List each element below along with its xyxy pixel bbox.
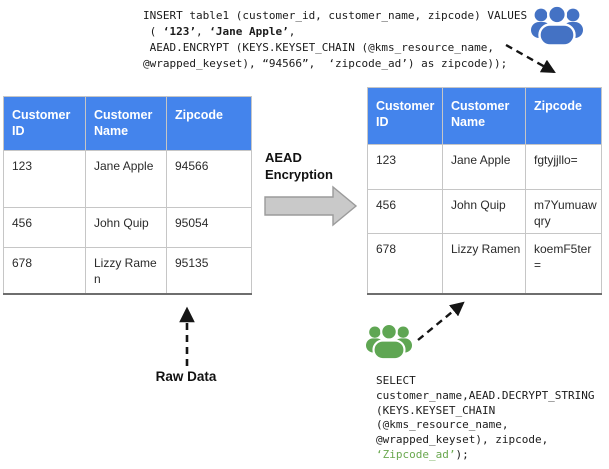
encryption-label: AEAD Encryption (265, 150, 333, 182)
select-query-code: SELECT customer_name,AEAD.DECRYPT_STRING… (376, 374, 595, 463)
users-group-blue-icon (531, 4, 583, 47)
column-header-customer-name: Customer Name (85, 96, 167, 151)
dashed-arrow-select-icon (417, 301, 465, 341)
table-cell: John Quip (85, 207, 167, 248)
table-row: 456 John Quip 95054 (3, 207, 252, 248)
code-line: ‘Zipcode_ad’); (376, 447, 469, 461)
table-row: 123 Jane Apple fgtyjjllo= (367, 144, 602, 190)
customer-id-literal: ‘123’ (162, 25, 196, 38)
table-row: 456 John Quip m7Yumuawqry (367, 189, 602, 234)
table-cell: John Quip (442, 189, 526, 234)
code-line: (KEYS.KEYSET_CHAIN (376, 403, 496, 417)
code-line: INSERT table1 (customer_id, customer_nam… (143, 9, 528, 22)
table-cell: 678 (3, 247, 86, 295)
column-header-customer-id: Customer ID (367, 87, 443, 145)
table-row: 678 Lizzy Ramen 95135 (3, 247, 252, 295)
table-header-row: Customer ID Customer Name Zipcode (367, 87, 602, 145)
table-cell: 94566 (166, 150, 252, 208)
column-header-zipcode: Zipcode (166, 96, 252, 151)
table-cell: Lizzy Ramen (442, 233, 526, 295)
table-cell: 456 (367, 189, 443, 234)
encrypted-data-table: Customer ID Customer Name Zipcode 123 Ja… (367, 87, 602, 295)
table-cell: 95135 (166, 247, 252, 295)
code-line: AEAD.ENCRYPT (KEYS.KEYSET_CHAIN (@kms_re… (143, 41, 494, 54)
zipcode-ad-literal: ‘Zipcode_ad’ (376, 447, 456, 461)
table-cell: 123 (3, 150, 86, 208)
table-cell: 95054 (166, 207, 252, 248)
customer-name-literal: ‘Jane Apple’ (209, 25, 289, 38)
column-header-customer-name: Customer Name (442, 87, 526, 145)
code-line: @wrapped_keyset), zipcode, (376, 433, 549, 447)
encryption-block-arrow-icon (264, 185, 358, 227)
table-row: 678 Lizzy Ramen koemF5ter= (367, 233, 602, 295)
users-group-green-icon (366, 322, 412, 361)
code-line: ( ‘123’, ‘Jane Apple’, (143, 25, 296, 38)
table-cell: Jane Apple (442, 144, 526, 190)
table-header-row: Customer ID Customer Name Zipcode (3, 96, 252, 151)
insert-query-code: INSERT table1 (customer_id, customer_nam… (143, 8, 527, 72)
table-cell: 678 (367, 233, 443, 295)
table-cell: 456 (3, 207, 86, 248)
code-line: (@kms_resource_name, (376, 418, 509, 432)
raw-data-table: Customer ID Customer Name Zipcode 123 Ja… (3, 96, 252, 295)
table-cell: 123 (367, 144, 443, 190)
raw-data-label: Raw Data (155, 369, 217, 384)
table-row: 123 Jane Apple 94566 (3, 150, 252, 208)
code-line: customer_name,AEAD.DECRYPT_STRING (376, 388, 595, 402)
column-header-customer-id: Customer ID (3, 96, 86, 151)
column-header-zipcode: Zipcode (525, 87, 602, 145)
code-line: SELECT (376, 374, 416, 387)
code-line: @wrapped_keyset), “94566”, ‘zipcode_ad’)… (143, 57, 508, 70)
table-cell: m7Yumuawqry (525, 189, 602, 234)
table-cell: Jane Apple (85, 150, 167, 208)
table-cell: fgtyjjllo= (525, 144, 602, 190)
table-cell: Lizzy Ramen (85, 247, 167, 295)
table-cell: koemF5ter= (525, 233, 602, 295)
